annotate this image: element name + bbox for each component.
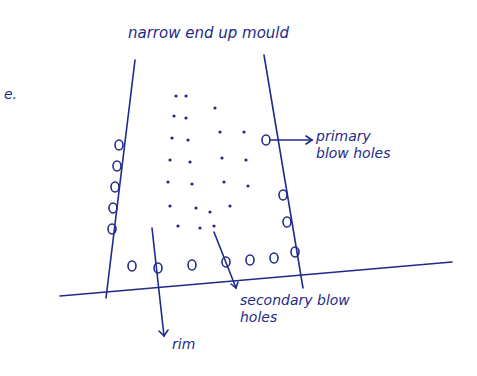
- part-label: secondary blow holes: [240, 292, 350, 326]
- part-label: primary blow holes: [316, 128, 406, 162]
- arrow-head: [159, 330, 168, 336]
- note-fragment: e.: [4, 86, 34, 103]
- leader-line: [214, 232, 236, 288]
- base-line: [60, 262, 452, 296]
- part-label: rim: [172, 336, 232, 353]
- mould-wall: [264, 55, 303, 288]
- leader-line: [152, 228, 164, 336]
- arrow-head: [231, 282, 238, 288]
- arrow-head: [306, 136, 312, 144]
- leader-line: [270, 139, 312, 141]
- mould-wall: [106, 60, 135, 298]
- title-note: narrow end up mould: [128, 24, 338, 42]
- secondary-blow-holes: [166, 94, 249, 229]
- primary-blow-holes: [108, 135, 299, 273]
